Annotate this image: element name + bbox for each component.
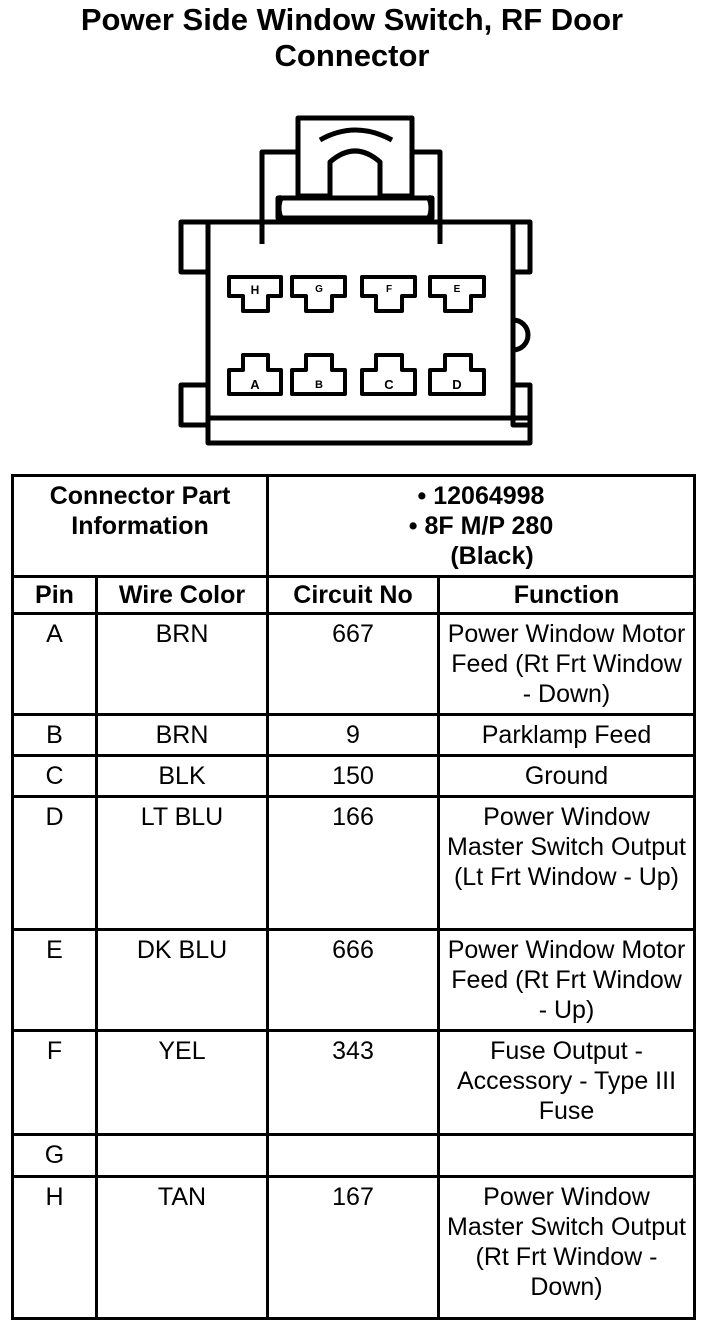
column-header-wire-color: Wire Color xyxy=(95,575,269,615)
cell-pin: F xyxy=(11,1029,98,1136)
bottom-row-cavities xyxy=(227,353,486,396)
cell-function: Parklamp Feed xyxy=(436,713,697,757)
pin-label-F: F xyxy=(386,284,392,295)
cavity-C-outline xyxy=(360,353,417,396)
part-info-values: • 12064998 • 8F M/P 280 (Black) xyxy=(265,474,697,578)
cell-wire-color: BLK xyxy=(95,754,269,798)
column-header-row: Pin Wire Color Circuit No Function xyxy=(11,575,697,615)
cell-function xyxy=(436,1133,697,1178)
part-mp-number: • 8F M/P 280 xyxy=(408,512,554,540)
cell-circuit-no xyxy=(266,1133,440,1178)
pin-label-D: D xyxy=(452,377,461,392)
column-header-circuit-no: Circuit No xyxy=(266,575,440,615)
cell-circuit-no: 9 xyxy=(266,713,440,757)
part-number: • 12064998 xyxy=(417,482,545,510)
cell-function: Power Window Master Switch Output (Rt Fr… xyxy=(436,1175,697,1320)
connector-side-bump xyxy=(512,317,531,353)
cavity-F-outline xyxy=(360,275,417,313)
cavity-H-outline xyxy=(227,275,283,313)
connector-left-ear-bottom xyxy=(178,382,211,428)
column-header-pin: Pin xyxy=(11,575,98,615)
cell-pin: H xyxy=(11,1175,98,1320)
part-info-row: Connector Part Information • 12064998 • … xyxy=(11,474,697,578)
cell-wire-color xyxy=(95,1133,269,1178)
cavity-G-outline xyxy=(290,275,347,313)
title-line-1: Power Side Window Switch, RF Door xyxy=(80,2,624,37)
cell-function: Power Window Master Switch Output (Lt Fr… xyxy=(436,795,697,931)
pin-label-C: C xyxy=(384,377,394,392)
cavity-A-outline xyxy=(227,353,283,396)
connector-right-ear-bottom xyxy=(510,382,533,428)
table-row: G xyxy=(11,1133,697,1178)
column-header-function: Function xyxy=(436,575,697,615)
cavity-E-outline xyxy=(428,275,486,313)
part-info-label-line-1: Connector Part xyxy=(49,482,231,510)
connector-latch-bar xyxy=(275,195,435,221)
connector-latch-lever xyxy=(295,148,415,199)
connector-latch-housing xyxy=(259,115,443,244)
connector-pin-table: Connector Part Information • 12064998 • … xyxy=(11,474,697,1320)
cell-pin: G xyxy=(11,1133,98,1178)
cell-circuit-no: 166 xyxy=(266,795,440,931)
part-info-label-line-2: Information xyxy=(71,512,209,540)
cell-wire-color: LT BLU xyxy=(95,795,269,931)
connector-bottom-strip xyxy=(205,415,533,446)
connector-left-ear-top xyxy=(178,219,211,275)
cell-pin: C xyxy=(11,754,98,798)
title-line-2: Connector xyxy=(274,38,430,73)
top-row-cavities xyxy=(227,275,486,313)
cell-circuit-no: 666 xyxy=(266,928,440,1032)
cell-function: Power Window Motor Feed (Rt Frt Window -… xyxy=(436,928,697,1032)
cell-wire-color: DK BLU xyxy=(95,928,269,1032)
pin-label-H: H xyxy=(251,283,260,297)
cell-pin: B xyxy=(11,713,98,757)
cell-pin: D xyxy=(11,795,98,931)
pin-label-G: G xyxy=(315,284,323,295)
cavity-D-outline xyxy=(428,353,486,396)
cell-function: Fuse Output - Accessory - Type III Fuse xyxy=(436,1029,697,1136)
cavity-B-outline xyxy=(290,353,347,396)
cell-circuit-no: 150 xyxy=(266,754,440,798)
cell-pin: E xyxy=(11,928,98,1032)
cell-function: Ground xyxy=(436,754,697,798)
cell-wire-color: BRN xyxy=(95,713,269,757)
part-color: (Black) xyxy=(450,542,534,570)
cell-circuit-no: 167 xyxy=(266,1175,440,1320)
part-info-label: Connector Part Information xyxy=(11,474,269,578)
connector-diagram: H G F E A B C D xyxy=(178,115,533,446)
cell-circuit-no: 667 xyxy=(266,612,440,716)
page-title: Power Side Window Switch, RF Door Connec… xyxy=(0,2,704,74)
cell-function: Power Window Motor Feed (Rt Frt Window -… xyxy=(436,612,697,716)
cell-wire-color: TAN xyxy=(95,1175,269,1320)
pin-label-A: A xyxy=(250,377,260,392)
connector-right-ear-top xyxy=(510,219,533,275)
cell-wire-color: BRN xyxy=(95,612,269,716)
cell-wire-color: YEL xyxy=(95,1029,269,1136)
cell-circuit-no: 343 xyxy=(266,1029,440,1136)
pin-label-E: E xyxy=(454,284,461,295)
pin-label-B: B xyxy=(315,379,323,391)
cell-pin: A xyxy=(11,612,98,716)
